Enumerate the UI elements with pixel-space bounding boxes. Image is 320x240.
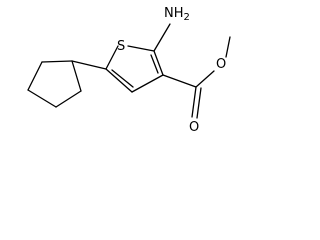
thiophene-ring [105, 45, 164, 93]
bond-co-double-b [196, 87, 202, 119]
bond-c2-nh2 [153, 23, 171, 52]
bond-o-methyl [225, 36, 231, 58]
bond-s-c2 [127, 45, 155, 52]
carbonyl-oxygen-label: O [189, 120, 199, 135]
bond-c3-carbonyl [162, 74, 197, 88]
bond-c3-c2-inner [150, 54, 159, 74]
bond-cp2 [41, 60, 73, 63]
bond-c3-c2 [153, 50, 164, 76]
amine-atom-label: NH2 [164, 6, 190, 23]
bond-s-c5 [105, 45, 119, 70]
bond-c4-c3 [131, 74, 164, 93]
ester-oxygen-label: O [216, 57, 226, 72]
amine-subscript-label: 2 [184, 12, 190, 23]
bond-c-o-ester [195, 70, 215, 88]
structure-canvas: S NH2 O O [0, 0, 245, 138]
chemical-structure-diagram: S NH2 O O [27, 6, 231, 135]
bond-co-double-a [191, 86, 197, 118]
amine-main-label: NH [164, 6, 184, 21]
bond-c5-c4 [105, 68, 133, 93]
bond-cp-to-thiophene [71, 60, 107, 70]
bond-cp1 [27, 61, 43, 91]
sulfur-atom-label: S [117, 39, 125, 54]
bond-cp4 [55, 90, 82, 108]
cyclopentyl-ring [27, 60, 82, 108]
bond-cp5 [27, 89, 57, 108]
bond-cp3 [71, 60, 82, 92]
bond-c5-c4-inner [111, 69, 134, 88]
